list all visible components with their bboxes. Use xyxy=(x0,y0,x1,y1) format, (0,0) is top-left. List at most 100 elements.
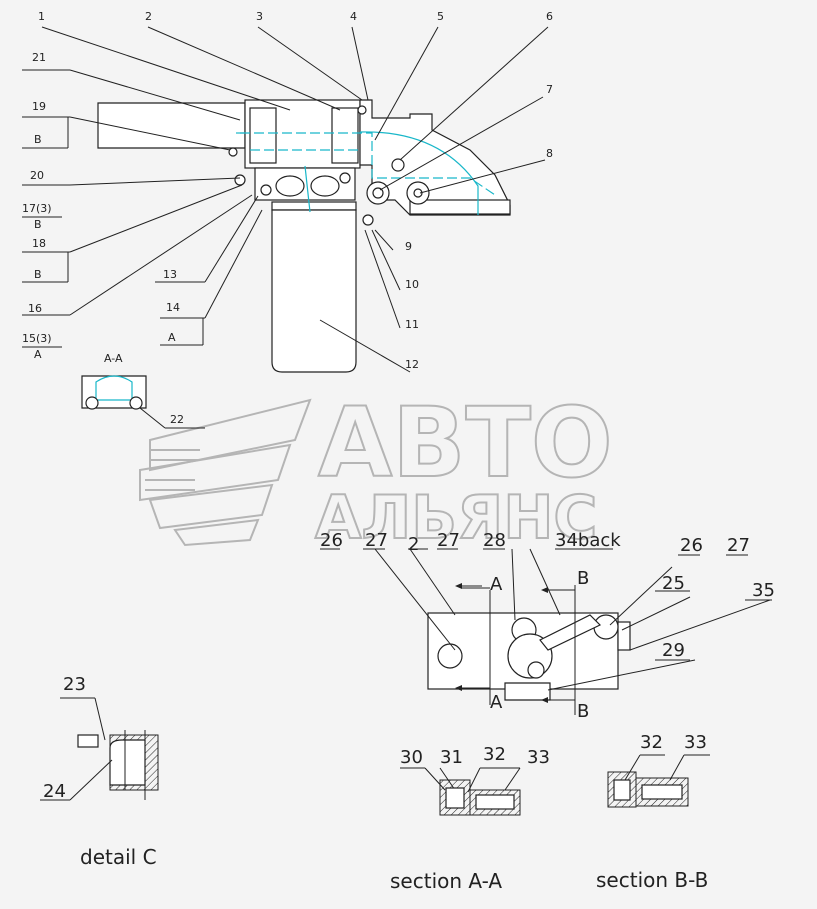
callout: 10 xyxy=(405,278,419,291)
callout: 23 xyxy=(63,674,86,695)
callout: 7 xyxy=(546,83,553,96)
plug-left xyxy=(437,643,463,669)
callout: 33 xyxy=(684,732,707,753)
caption-section-bb: section B-B xyxy=(596,868,708,892)
section-bb-thread xyxy=(613,779,631,801)
callout: 18 xyxy=(32,237,46,250)
callout: 8 xyxy=(546,147,553,160)
callout: 9 xyxy=(405,240,412,253)
callout: 4 xyxy=(350,10,357,23)
leader-lines-bottom xyxy=(320,548,772,691)
callout: 24 xyxy=(43,781,66,802)
callout: 32 xyxy=(483,744,506,765)
housing-flange-right xyxy=(331,107,359,164)
bolt xyxy=(357,105,367,115)
watermark-wing-icon xyxy=(139,398,312,547)
bracket-plate xyxy=(97,102,246,149)
valve-cover xyxy=(409,199,511,215)
housing-flange-left xyxy=(249,107,277,164)
callout: 12 xyxy=(405,358,419,371)
note: 17(3) xyxy=(22,202,52,215)
note: B xyxy=(34,218,42,231)
bolt xyxy=(260,184,272,196)
top-assembly-view xyxy=(97,99,511,373)
section-mark: A xyxy=(490,692,503,713)
leader-lines xyxy=(22,26,549,373)
callout: 28 xyxy=(483,530,506,551)
side-notes: B 17(3) B B 15(3) A A xyxy=(22,133,176,361)
callouts-bottom: 26 27 2 27 28 34back 26 27 25 35 29 23 2… xyxy=(43,530,775,802)
callout: 16 xyxy=(28,302,42,315)
callout: 27 xyxy=(437,530,460,551)
bolt xyxy=(391,158,405,172)
callout: 35 xyxy=(752,580,775,601)
callout: 3 xyxy=(256,10,263,23)
bolt xyxy=(234,174,246,186)
inset-title: A-A xyxy=(104,352,123,365)
bolt xyxy=(339,172,351,184)
callout: 25 xyxy=(662,573,685,594)
filter-head-port-right xyxy=(310,175,340,197)
note: A xyxy=(168,331,176,344)
note: A xyxy=(34,348,42,361)
detail-bore xyxy=(109,739,146,786)
detail-pipe xyxy=(77,734,99,748)
callout: 33 xyxy=(527,747,550,768)
callout: 22 xyxy=(170,413,184,426)
inset-seal xyxy=(129,396,143,410)
callout: 6 xyxy=(546,10,553,23)
watermark-line1: АВТО xyxy=(318,387,613,499)
callout: 26 xyxy=(680,535,703,556)
fluid-path xyxy=(304,165,311,213)
section-aa-bore xyxy=(475,794,515,810)
callout: 26 xyxy=(320,530,343,551)
callout: 2 xyxy=(145,10,152,23)
filter-head-port-left xyxy=(275,175,305,197)
watermark-logo: АВТО АЛЬЯНС xyxy=(139,386,614,554)
caption-section-aa: section A-A xyxy=(390,869,502,893)
filter-element xyxy=(271,209,357,373)
section-mark: B xyxy=(577,568,589,589)
section-bb-bore xyxy=(641,784,683,800)
valve-port-1-inner xyxy=(372,187,384,199)
callout: 30 xyxy=(400,747,423,768)
plug-bottom xyxy=(527,661,545,679)
bolt xyxy=(362,214,374,226)
callout: 1 xyxy=(38,10,45,23)
callout: 19 xyxy=(32,100,46,113)
hidden-line xyxy=(240,132,496,196)
callout: 31 xyxy=(440,747,463,768)
caption-detail-c: detail C xyxy=(80,845,157,869)
callout: 34back xyxy=(555,530,621,551)
valve-lever xyxy=(539,614,602,651)
valve-assembly-bottom xyxy=(427,585,631,715)
callouts-top: 1 2 3 4 5 6 7 8 9 10 11 12 13 14 16 18 1… xyxy=(28,10,553,426)
valve-port-2-inner xyxy=(413,188,423,198)
valve-endcap xyxy=(617,621,631,651)
outlet-fitting xyxy=(504,682,551,701)
section-a-a-view xyxy=(400,767,521,816)
filter-collar xyxy=(271,201,357,211)
callout: 32 xyxy=(640,732,663,753)
callout: 11 xyxy=(405,318,419,331)
note: B xyxy=(34,133,42,146)
callout: 29 xyxy=(662,640,685,661)
note: 15(3) xyxy=(22,332,52,345)
bolt xyxy=(228,147,238,157)
callout: 13 xyxy=(163,268,177,281)
note: B xyxy=(34,268,42,281)
callout: 20 xyxy=(30,169,44,182)
section-marks: A A B B xyxy=(455,568,589,722)
inset-seal xyxy=(85,396,99,410)
callout: 14 xyxy=(166,301,180,314)
watermark-line2: АЛЬЯНС xyxy=(315,483,597,553)
section-b-b-view xyxy=(607,754,710,808)
filter-head xyxy=(254,167,356,201)
callout: 27 xyxy=(365,530,388,551)
section-aa-thread xyxy=(445,787,465,809)
callout: 5 xyxy=(437,10,444,23)
detail-c xyxy=(40,697,159,801)
callout: 2 xyxy=(408,534,419,555)
